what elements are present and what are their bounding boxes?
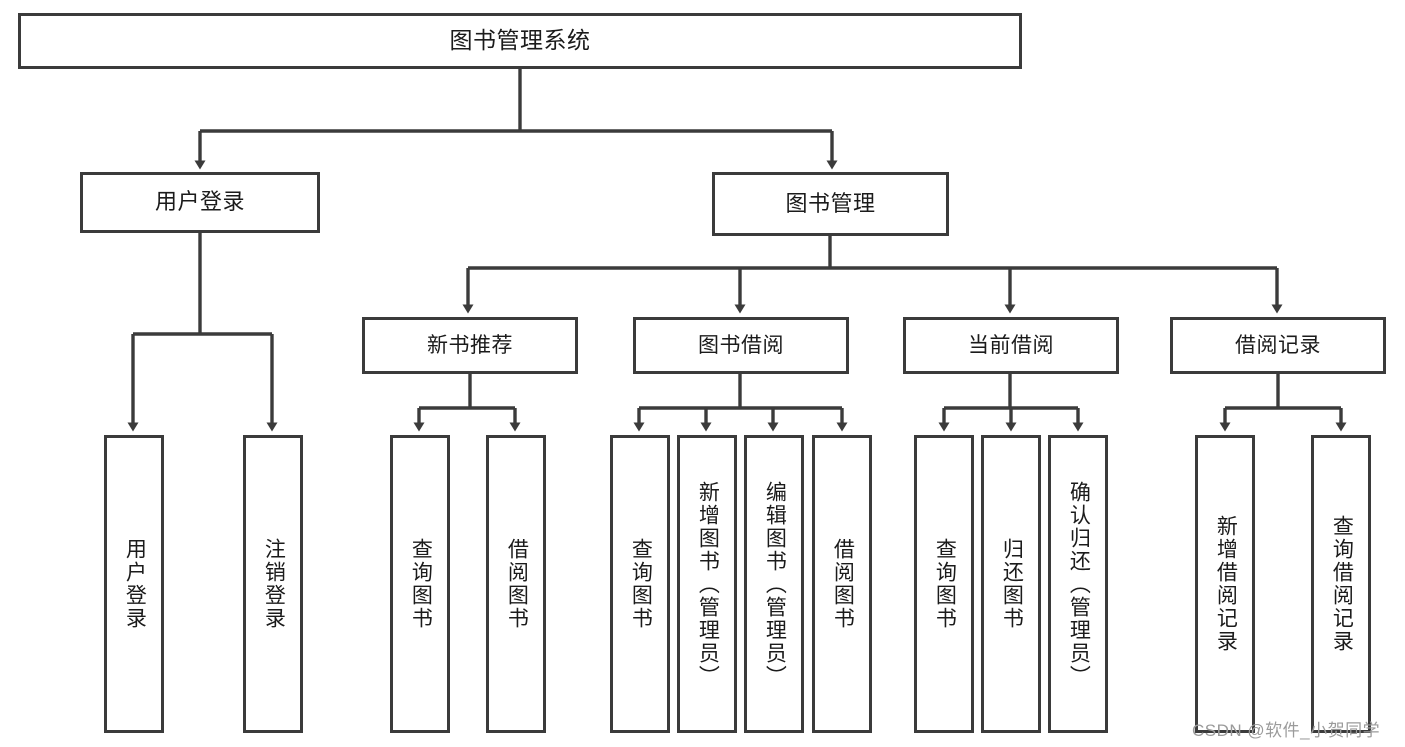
leaf-edit-book-admin[interactable]: 编辑图书（管理员） [744,435,804,733]
leaf-logout[interactable]: 注销登录 [243,435,303,733]
leaf-query-book-recommend[interactable]: 查询图书 [390,435,450,733]
node-label: 新书推荐 [427,333,513,357]
watermark-text: CSDN @软件_小贺同学 [1192,721,1381,740]
node-label: 查询图书 [629,538,653,630]
node-current-borrow[interactable]: 当前借阅 [903,317,1119,374]
leaf-add-borrow-record[interactable]: 新增借阅记录 [1195,435,1255,733]
node-label: 归还图书 [1000,538,1024,630]
node-new-book-recommend[interactable]: 新书推荐 [362,317,578,374]
leaf-add-book-admin[interactable]: 新增图书（管理员） [677,435,737,733]
node-label: 编辑图书（管理员） [763,480,787,688]
node-label: 图书借阅 [698,333,784,357]
node-label: 查询图书 [409,538,433,630]
leaf-query-book-borrow[interactable]: 查询图书 [610,435,670,733]
node-label: 当前借阅 [968,333,1054,357]
node-label: 确认归还（管理员） [1067,480,1091,688]
node-label: 图书管理系统 [449,27,591,54]
leaf-query-book-current[interactable]: 查询图书 [914,435,974,733]
node-user-login[interactable]: 用户登录 [80,172,320,233]
node-label: 用户登录 [154,189,245,215]
node-book-management[interactable]: 图书管理 [712,172,949,236]
node-book-borrow[interactable]: 图书借阅 [633,317,849,374]
leaf-query-borrow-record[interactable]: 查询借阅记录 [1311,435,1371,733]
node-label: 新增图书（管理员） [696,480,720,688]
node-label: 查询图书 [933,538,957,630]
leaf-borrow-book-recommend[interactable]: 借阅图书 [486,435,546,733]
leaf-borrow-book[interactable]: 借阅图书 [812,435,872,733]
node-borrow-record[interactable]: 借阅记录 [1170,317,1386,374]
leaf-return-book[interactable]: 归还图书 [981,435,1041,733]
node-label: 新增借阅记录 [1214,515,1238,653]
node-label: 借阅记录 [1235,333,1321,357]
node-root-system[interactable]: 图书管理系统 [18,13,1022,69]
node-label: 查询借阅记录 [1330,515,1354,653]
node-label: 借阅图书 [505,538,529,630]
node-label: 图书管理 [785,190,876,216]
node-label: 用户登录 [123,538,147,630]
node-label: 借阅图书 [831,538,855,630]
node-label: 注销登录 [262,538,286,630]
leaf-confirm-return-admin[interactable]: 确认归还（管理员） [1048,435,1108,733]
leaf-user-login[interactable]: 用户登录 [104,435,164,733]
